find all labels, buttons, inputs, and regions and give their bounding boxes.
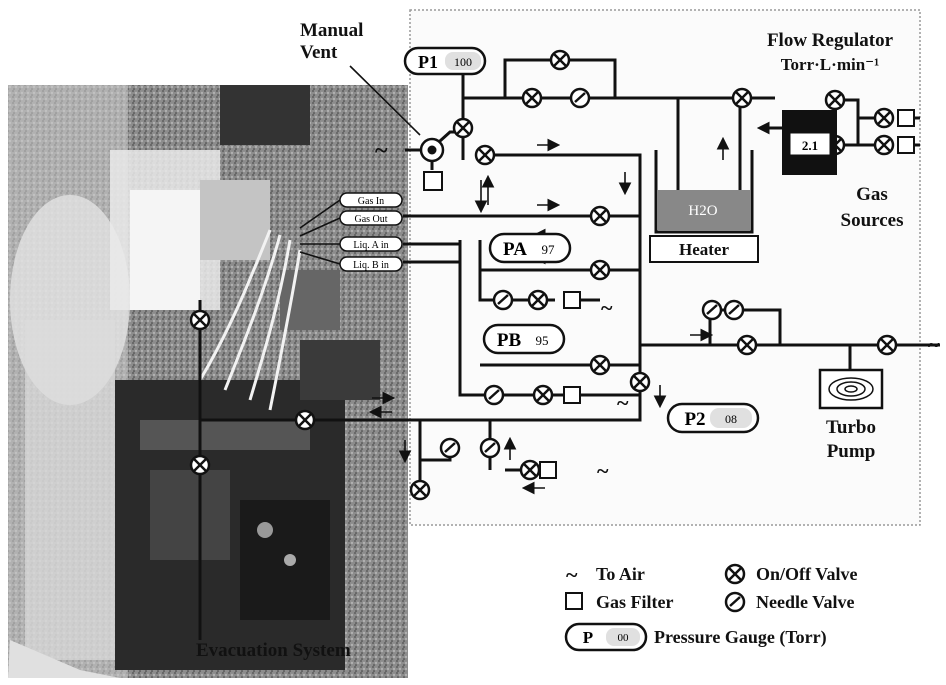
on-off-valve-icon xyxy=(731,87,753,109)
on-off-valve-icon xyxy=(589,205,611,227)
gas-sources-label-1: Gas xyxy=(856,184,888,205)
on-off-valve-icon xyxy=(549,49,571,71)
gauge-pb: PB 95 xyxy=(482,323,566,355)
manual-vent-valve xyxy=(419,137,445,191)
flow-regulator-units: Torr·L·min⁻¹ xyxy=(781,55,879,74)
to-air-symbol-turbo: ~ xyxy=(928,332,940,357)
legend-pressure-gauge: Pressure Gauge (Torr) xyxy=(654,627,827,648)
legend-gauge-symbol-value: 00 xyxy=(618,632,630,644)
on-off-valve-icon xyxy=(589,354,611,376)
on-off-valve-icon xyxy=(519,459,541,481)
needle-valve-icon xyxy=(479,437,501,459)
port-gas-out: Gas Out xyxy=(354,214,387,225)
evacuation-system-label: Evacuation System xyxy=(196,640,351,661)
on-off-valve-icon xyxy=(189,454,211,476)
to-air-symbol-pb: ~ xyxy=(617,390,629,415)
needle-valves xyxy=(439,87,745,459)
legend-needle-valve-icon xyxy=(724,591,746,613)
on-off-valve-icon xyxy=(532,384,554,406)
gauge-pb-name: PB xyxy=(497,330,522,351)
heater-label: Heater xyxy=(679,240,729,259)
flow-arrows xyxy=(368,121,780,495)
port-gas-in: Gas In xyxy=(358,196,384,207)
flow-regulator: 2.1 xyxy=(760,110,837,175)
legend-on-off-valve-icon xyxy=(724,563,746,585)
gas-filter-icon xyxy=(897,109,915,127)
legend-gas-filter-icon xyxy=(565,592,583,610)
port-labels: Gas In Gas Out Liq. A in Liq. B in xyxy=(299,192,403,272)
legend-gauge-symbol-name: P xyxy=(583,628,593,647)
turbo-pump-label-1: Turbo xyxy=(826,417,876,438)
to-air-symbol-vent: ~ xyxy=(375,138,388,164)
flow-regulator-label: Flow Regulator xyxy=(767,30,894,51)
needle-valve-icon xyxy=(483,384,505,406)
component-labels: Manual Vent ~ Flow Regulator Torr·L·min⁻… xyxy=(196,20,940,661)
needle-valve-icon xyxy=(701,299,723,321)
legend-gas-filter: Gas Filter xyxy=(596,592,673,612)
legend: ~ To Air On/Off Valve Gas Filter Needle … xyxy=(564,562,858,652)
on-off-valve-icon xyxy=(873,107,895,129)
gauge-pb-value: 95 xyxy=(536,333,549,348)
on-off-valve-icon xyxy=(873,134,895,156)
gauge-p2-value: 08 xyxy=(725,412,737,426)
needle-valve-icon xyxy=(439,437,461,459)
on-off-valve-icon xyxy=(527,289,549,311)
legend-to-air-symbol: ~ xyxy=(566,562,578,587)
gauge-p1-name: P1 xyxy=(418,52,438,72)
manual-vent-label-1: Manual xyxy=(300,20,363,41)
turbo-pump xyxy=(818,368,884,410)
flow-regulator-value: 2.1 xyxy=(802,138,818,153)
gauge-p1-value: 100 xyxy=(454,55,472,69)
gauge-pa-value: 97 xyxy=(542,242,556,257)
gauge-pa: PA 97 xyxy=(488,232,572,264)
gas-sources-label-2: Sources xyxy=(841,210,904,231)
legend-pressure-gauge-icon: P 00 xyxy=(564,622,648,652)
on-off-valve-icon xyxy=(629,371,651,393)
gas-filters xyxy=(539,109,915,479)
gas-filter-icon xyxy=(563,386,581,404)
heater: H2O Heater xyxy=(649,150,759,263)
needle-valve-icon xyxy=(569,87,591,109)
on-off-valve-icon xyxy=(409,479,431,501)
legend-on-off-valve: On/Off Valve xyxy=(756,564,858,584)
gauge-p2: P2 08 xyxy=(666,402,760,434)
on-off-valve-icon xyxy=(474,144,496,166)
on-off-valve-icon xyxy=(189,309,211,331)
gauge-pa-name: PA xyxy=(503,239,527,260)
needle-valve-icon xyxy=(723,299,745,321)
port-liq-a: Liq. A in xyxy=(353,240,388,251)
manual-vent-label-2: Vent xyxy=(300,42,338,63)
gas-filter-icon xyxy=(563,291,581,309)
needle-valve-icon xyxy=(492,289,514,311)
port-liq-b: Liq. B in xyxy=(353,260,389,271)
on-off-valve-icon xyxy=(452,117,474,139)
on-off-valve-icon xyxy=(824,89,846,111)
to-air-symbol-evac: ~ xyxy=(597,458,609,483)
gas-filter-icon xyxy=(539,461,557,479)
to-air-symbol-pa: ~ xyxy=(601,295,613,320)
on-off-valve-icon xyxy=(589,259,611,281)
legend-to-air: To Air xyxy=(596,564,645,584)
gauge-p1: P1 100 xyxy=(403,46,487,76)
on-off-valve-icon xyxy=(736,334,758,356)
on-off-valve-icon xyxy=(294,409,316,431)
gauge-p2-name: P2 xyxy=(684,409,705,430)
on-off-valve-icon xyxy=(521,87,543,109)
legend-needle-valve: Needle Valve xyxy=(756,592,855,612)
on-off-valve-icon xyxy=(876,334,898,356)
apparatus-photo xyxy=(8,85,408,678)
water-label: H2O xyxy=(688,203,717,219)
gas-filter-icon xyxy=(897,136,915,154)
turbo-pump-label-2: Pump xyxy=(827,441,876,462)
